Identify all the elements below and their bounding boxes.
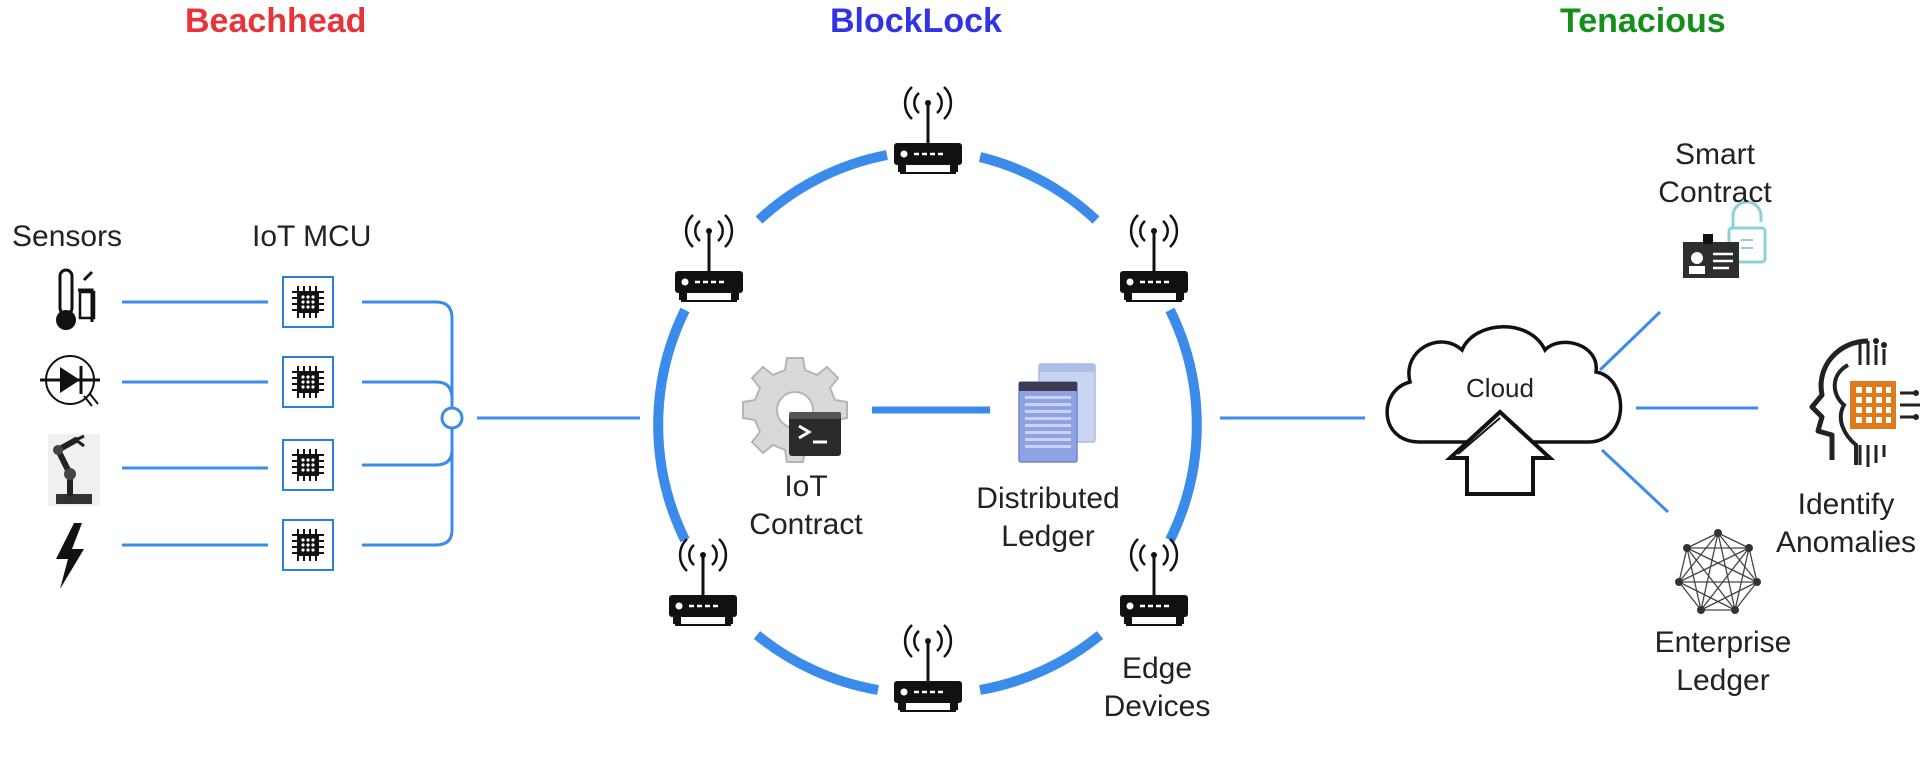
gear-terminal-icon (742, 357, 848, 463)
blocklock-title: BlockLock (830, 2, 1002, 40)
bus-junction (440, 406, 464, 430)
router-icon (1118, 213, 1190, 303)
identify-anomalies-label: Identify Anomalies (1775, 488, 1917, 559)
edge-devices-label: Edge Devices (1103, 652, 1211, 723)
tenacious-title: Tenacious (1560, 2, 1726, 40)
microchip-icon (282, 356, 334, 408)
smart-contract-label: Smart Contract (1658, 138, 1772, 209)
cloud-label: Cloud (1466, 373, 1534, 403)
network-polygon-icon (1675, 529, 1761, 614)
head-chip-icon (1809, 338, 1920, 467)
beachhead-title: Beachhead (185, 2, 367, 40)
router-icon (892, 85, 964, 175)
enterprise-ledger-label: Enterprise Ledger (1654, 626, 1792, 697)
robot-arm-icon (48, 434, 100, 506)
router-icon (673, 213, 745, 303)
diode-icon (40, 355, 100, 407)
iot-contract-label: IoT Contract (749, 470, 863, 541)
microchip-icon (282, 276, 334, 328)
thermometer-icon (56, 268, 96, 330)
sensors-label: Sensors (12, 220, 123, 253)
blockchain-ring (653, 150, 1202, 695)
id-card-lock-icon (1683, 200, 1767, 278)
document-stack-icon (1018, 363, 1096, 463)
router-icon (667, 537, 739, 627)
distributed-ledger-label: Distributed Ledger (976, 482, 1120, 553)
router-icon (1118, 537, 1190, 627)
sensor-connectors (122, 300, 640, 547)
microchip-icon (282, 439, 334, 491)
iot-mcu-label: IoT MCU (252, 220, 372, 253)
cloud-connectors (1598, 310, 1758, 514)
cloud-upload-icon (1385, 325, 1623, 496)
lightning-icon (56, 523, 84, 589)
router-icon (892, 623, 964, 713)
microchip-icon (282, 519, 334, 571)
